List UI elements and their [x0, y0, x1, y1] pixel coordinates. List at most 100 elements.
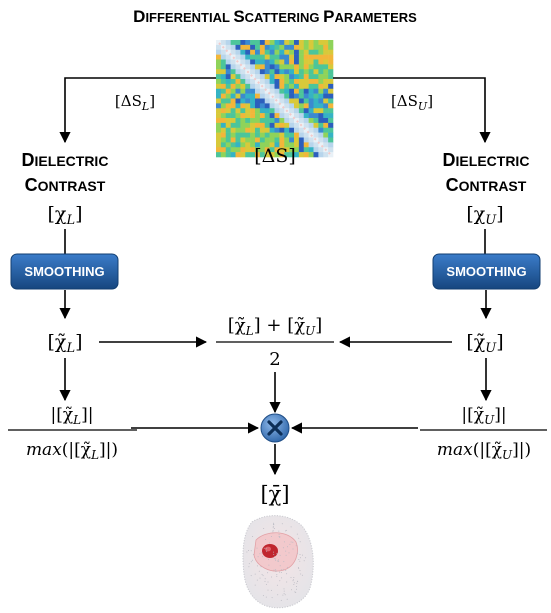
matrix-cell	[284, 59, 290, 65]
matrix-cell	[294, 132, 300, 138]
matrix-cell	[216, 127, 222, 133]
matrix-cell	[303, 88, 309, 94]
matrix-cell	[274, 127, 280, 133]
matrix-cell	[303, 152, 309, 158]
matrix-cell	[279, 74, 285, 80]
matrix-cell	[279, 142, 285, 148]
matrix-cell	[255, 113, 261, 119]
matrix-cell	[264, 152, 270, 158]
mesh-dot	[265, 548, 267, 550]
mesh-dot	[272, 527, 274, 529]
matrix-cell	[303, 137, 309, 143]
matrix-cell	[298, 103, 305, 109]
matrix-cell	[255, 40, 261, 46]
matrix-cell	[250, 93, 256, 99]
matrix-cell	[235, 108, 241, 114]
mesh-dot	[297, 552, 298, 554]
matrix-cell	[250, 108, 256, 114]
matrix-cell	[303, 69, 309, 75]
mesh-dot	[292, 548, 294, 550]
matrix-cell	[259, 88, 266, 94]
matrix-cell	[269, 142, 275, 148]
mesh-dot	[279, 580, 281, 582]
matrix-cell	[264, 122, 270, 129]
mesh-dot	[256, 579, 258, 581]
matrix-cell	[284, 83, 290, 90]
matrix-cell	[225, 74, 231, 80]
matrix-cell	[264, 127, 270, 133]
matrix-cell	[274, 142, 280, 148]
matrix-cell	[308, 79, 314, 85]
mesh-dot	[282, 594, 284, 596]
matrix-cell	[308, 44, 314, 51]
matrix-cell	[216, 142, 222, 148]
mesh-dot	[264, 578, 266, 580]
matrix-cell	[323, 152, 329, 158]
mesh-dot	[276, 584, 278, 586]
matrix-cell	[274, 79, 280, 85]
mesh-dot	[283, 593, 285, 595]
matrix-cell	[269, 64, 275, 70]
matrix-cell	[308, 137, 314, 143]
matrix-cell	[250, 137, 256, 143]
matrix-cell	[250, 103, 256, 109]
matrix-cell	[235, 147, 241, 153]
matrix-cell	[274, 113, 280, 119]
mesh-dot	[283, 561, 285, 563]
matrix-cell	[318, 59, 324, 65]
matrix-cell	[313, 108, 319, 114]
right-smoothing-label: SMOOTHING	[446, 264, 526, 279]
matrix-cell	[279, 122, 285, 129]
matrix-cell	[313, 93, 319, 99]
head-model-image	[242, 515, 314, 609]
mesh-dot	[273, 528, 275, 529]
matrix-cell	[284, 152, 290, 158]
matrix-cell	[240, 137, 246, 143]
matrix-cell	[220, 69, 227, 75]
matrix-cell	[303, 122, 309, 129]
matrix-cell	[289, 127, 295, 133]
matrix-cell	[303, 147, 309, 153]
matrix-cell	[235, 103, 241, 109]
matrix-cell	[235, 69, 241, 75]
matrix-cell	[235, 64, 241, 70]
matrix-cell	[323, 59, 329, 65]
matrix-cell	[225, 118, 231, 124]
matrix-cell	[289, 108, 295, 114]
matrix-cell	[250, 88, 256, 94]
matrix-cell	[259, 54, 266, 60]
matrix-cell	[323, 40, 329, 46]
matrix-cell	[318, 127, 324, 133]
mesh-dot	[290, 541, 292, 543]
mesh-dot	[279, 536, 281, 538]
matrix-cell	[245, 142, 251, 148]
matrix-cell	[313, 113, 319, 119]
matrix-cell	[216, 93, 222, 99]
matrix-cell	[259, 40, 266, 46]
matrix-cell	[294, 69, 300, 75]
matrix-cell	[240, 74, 246, 80]
matrix-cell	[323, 69, 329, 75]
average-fraction: [χ̃L] + [χ̃U] 2	[216, 315, 334, 370]
matrix-cell	[274, 93, 280, 99]
matrix-cell	[303, 93, 309, 99]
matrix-cell	[225, 44, 231, 51]
mesh-dot	[256, 547, 258, 549]
matrix-cell	[274, 152, 280, 158]
matrix-cell	[279, 49, 285, 55]
matrix-cell	[245, 93, 251, 99]
mesh-dot	[279, 571, 280, 573]
matrix-cell	[328, 69, 334, 75]
mesh-dot	[299, 554, 301, 555]
matrix-cell	[216, 74, 222, 80]
mesh-dot	[285, 530, 287, 532]
matrix-cell	[220, 113, 227, 119]
matrix-cell	[313, 74, 319, 80]
matrix-cell	[313, 59, 319, 65]
mesh-dot	[276, 553, 278, 555]
matrix-cell	[318, 83, 324, 90]
matrix-cell	[259, 142, 266, 148]
matrix-cell	[259, 127, 266, 133]
matrix-cell	[225, 152, 231, 158]
